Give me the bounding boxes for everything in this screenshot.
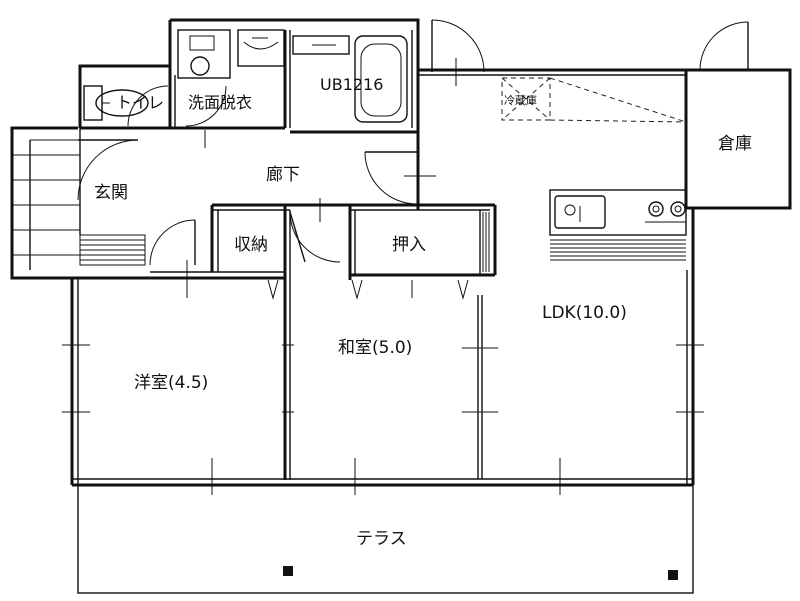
kitchen-counter xyxy=(549,189,687,261)
fridge-area xyxy=(501,77,687,123)
wet-area xyxy=(80,20,420,148)
label-closet: 収納 xyxy=(234,235,268,255)
terrace xyxy=(77,484,694,594)
label-toilet: トイレ xyxy=(116,93,164,112)
room-partitions xyxy=(62,295,704,495)
label-terrace: テラス xyxy=(356,529,407,549)
label-bath: UB1216 xyxy=(320,75,383,94)
label-entrance: 玄関 xyxy=(94,183,128,203)
entrance-steps xyxy=(10,126,150,280)
storage-closets xyxy=(78,198,497,480)
label-youshitsu: 洋室(4.5) xyxy=(134,373,208,393)
label-washitsu: 和室(5.0) xyxy=(338,338,412,358)
label-storage: 倉庫 xyxy=(718,134,752,154)
exterior-doors xyxy=(431,19,749,86)
label-fridge: 冷蔵庫 xyxy=(504,93,537,107)
label-hallway: 廊下 xyxy=(266,165,300,185)
label-oshiire: 押入 xyxy=(392,235,426,255)
hallway-door xyxy=(364,132,436,210)
label-ldk: LDK(10.0) xyxy=(542,303,627,323)
label-washroom: 洗面脱衣 xyxy=(188,93,252,112)
